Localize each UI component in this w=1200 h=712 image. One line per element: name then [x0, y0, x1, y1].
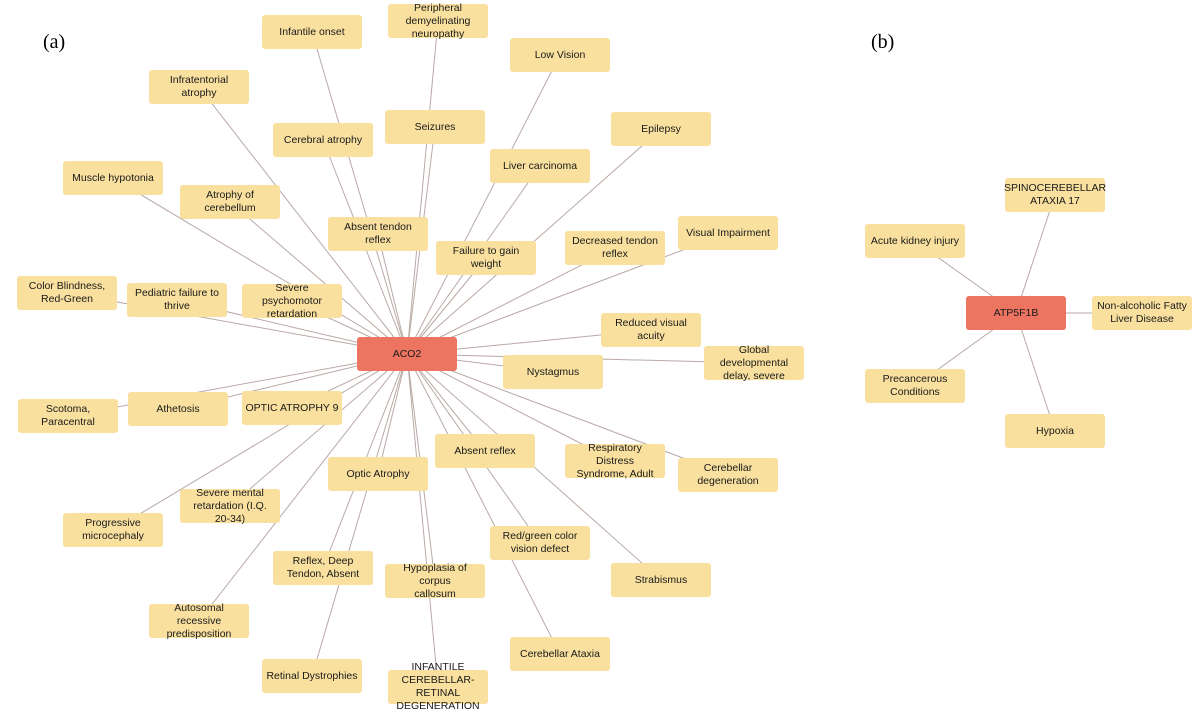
node-infantile-cerebellar-retinal-degeneration: INFANTILE CEREBELLAR-RETINAL DEGENERATIO…	[388, 661, 488, 712]
hub-node-atp5f1b: ATP5F1B	[966, 296, 1066, 330]
node-strabismus: Strabismus	[611, 563, 711, 597]
node-severe-psychomotor-retardation: Severe psychomotor retardation	[242, 282, 342, 320]
node-progressive-microcephaly: Progressive microcephaly	[63, 513, 163, 547]
node-cerebellar-degeneration: Cerebellar degeneration	[678, 458, 778, 492]
node-atrophy-of-cerebellum: Atrophy of cerebellum	[180, 185, 280, 219]
node-optic-atrophy: Optic Atrophy	[328, 457, 428, 491]
node-scotoma-paracentral: Scotoma, Paracentral	[18, 399, 118, 433]
panel-label-a: (a)	[43, 31, 66, 53]
edge-atp5f1b-hypoxia	[1015, 312, 1056, 432]
edge-aco2-severe-mental-retardation-i-q-20-34	[229, 353, 408, 507]
edge-aco2-respiratory-distress-syndrome-adult	[406, 353, 616, 462]
node-non-alcoholic-fatty-liver-disease: Non-alcoholic Fatty Liver Disease	[1092, 296, 1192, 330]
node-absent-tendon-reflex: Absent tendon reflex	[328, 217, 428, 251]
node-spinocerebellar-ataxia-17: SPINOCEREBELLAR ATAXIA 17	[1004, 178, 1106, 212]
node-red-green-color-vision-defect: Red/green color vision defect	[490, 526, 590, 560]
node-epilepsy: Epilepsy	[611, 112, 711, 146]
edge-aco2-scotoma-paracentral	[67, 353, 408, 417]
edge-aco2-decreased-tendon-reflex	[406, 247, 616, 355]
edge-aco2-autosomal-recessive-predisposition	[198, 353, 408, 622]
edge-aco2-infantile-onset	[311, 31, 408, 355]
node-precancerous-conditions: Precancerous Conditions	[865, 369, 965, 403]
edge-aco2-visual-impairment	[406, 232, 729, 355]
node-acute-kidney-injury: Acute kidney injury	[865, 224, 965, 258]
node-muscle-hypotonia: Muscle hypotonia	[63, 161, 163, 195]
edge-aco2-color-blindness-red-green	[66, 292, 408, 355]
node-visual-impairment: Visual Impairment	[678, 216, 778, 250]
edge-aco2-cerebellar-degeneration	[406, 353, 729, 476]
edge-aco2-cerebellar-ataxia	[406, 353, 561, 655]
node-optic-atrophy-9: OPTIC ATROPHY 9	[242, 391, 342, 425]
panel-label-b: (b)	[871, 31, 895, 53]
node-severe-mental-retardation-i-q-20-34: Severe mental retardation (I.Q. 20-34)	[180, 487, 280, 525]
node-autosomal-recessive-predisposition: Autosomal recessive predisposition	[149, 602, 249, 640]
edge-aco2-muscle-hypotonia	[112, 177, 408, 355]
node-cerebral-atrophy: Cerebral atrophy	[273, 123, 373, 157]
edge-aco2-low-vision	[406, 54, 561, 355]
edge-aco2-retinal-dystrophies	[311, 353, 408, 677]
node-decreased-tendon-reflex: Decreased tendon reflex	[565, 231, 665, 265]
node-reflex-deep-tendon-absent: Reflex, Deep Tendon, Absent	[273, 551, 373, 585]
node-retinal-dystrophies: Retinal Dystrophies	[262, 659, 362, 693]
node-reduced-visual-acuity: Reduced visual acuity	[601, 313, 701, 347]
node-global-developmental-delay-severe: Global developmental delay, severe	[704, 344, 804, 382]
edge-aco2-peripheral-demyelinating-neuropathy	[406, 20, 439, 355]
node-nystagmus: Nystagmus	[503, 355, 603, 389]
node-color-blindness-red-green: Color Blindness, Red-Green	[17, 276, 117, 310]
edge-aco2-progressive-microcephaly	[112, 353, 408, 531]
edge-aco2-absent-tendon-reflex	[377, 233, 408, 355]
edge-atp5f1b-spinocerebellar-ataxia-17	[1015, 194, 1056, 314]
edge-aco2-atrophy-of-cerebellum	[229, 201, 408, 355]
node-absent-reflex: Absent reflex	[435, 434, 535, 468]
edge-aco2-infratentorial-atrophy	[198, 86, 408, 355]
node-hypoxia: Hypoxia	[1005, 414, 1105, 448]
node-liver-carcinoma: Liver carcinoma	[490, 149, 590, 183]
node-infantile-onset: Infantile onset	[262, 15, 362, 49]
edge-aco2-optic-atrophy	[377, 353, 408, 475]
node-hypoplasia-of-corpus-callosum: Hypoplasia of corpus callosum	[385, 562, 485, 600]
node-low-vision: Low Vision	[510, 38, 610, 72]
node-seizures: Seizures	[385, 110, 485, 144]
node-peripheral-demyelinating-neuropathy: Peripheral demyelinating neuropathy	[388, 2, 488, 40]
node-failure-to-gain-weight: Failure to gain weight	[436, 241, 536, 275]
node-infratentorial-atrophy: Infratentorial atrophy	[149, 70, 249, 104]
hub-node-aco2: ACO2	[357, 337, 457, 371]
node-pediatric-failure-to-thrive: Pediatric failure to thrive	[127, 283, 227, 317]
edge-aco2-infantile-cerebellar-retinal-degeneration	[406, 353, 439, 688]
node-cerebellar-ataxia: Cerebellar Ataxia	[510, 637, 610, 671]
node-athetosis: Athetosis	[128, 392, 228, 426]
node-respiratory-distress-syndrome-adult: Respiratory Distress Syndrome, Adult	[565, 442, 665, 480]
